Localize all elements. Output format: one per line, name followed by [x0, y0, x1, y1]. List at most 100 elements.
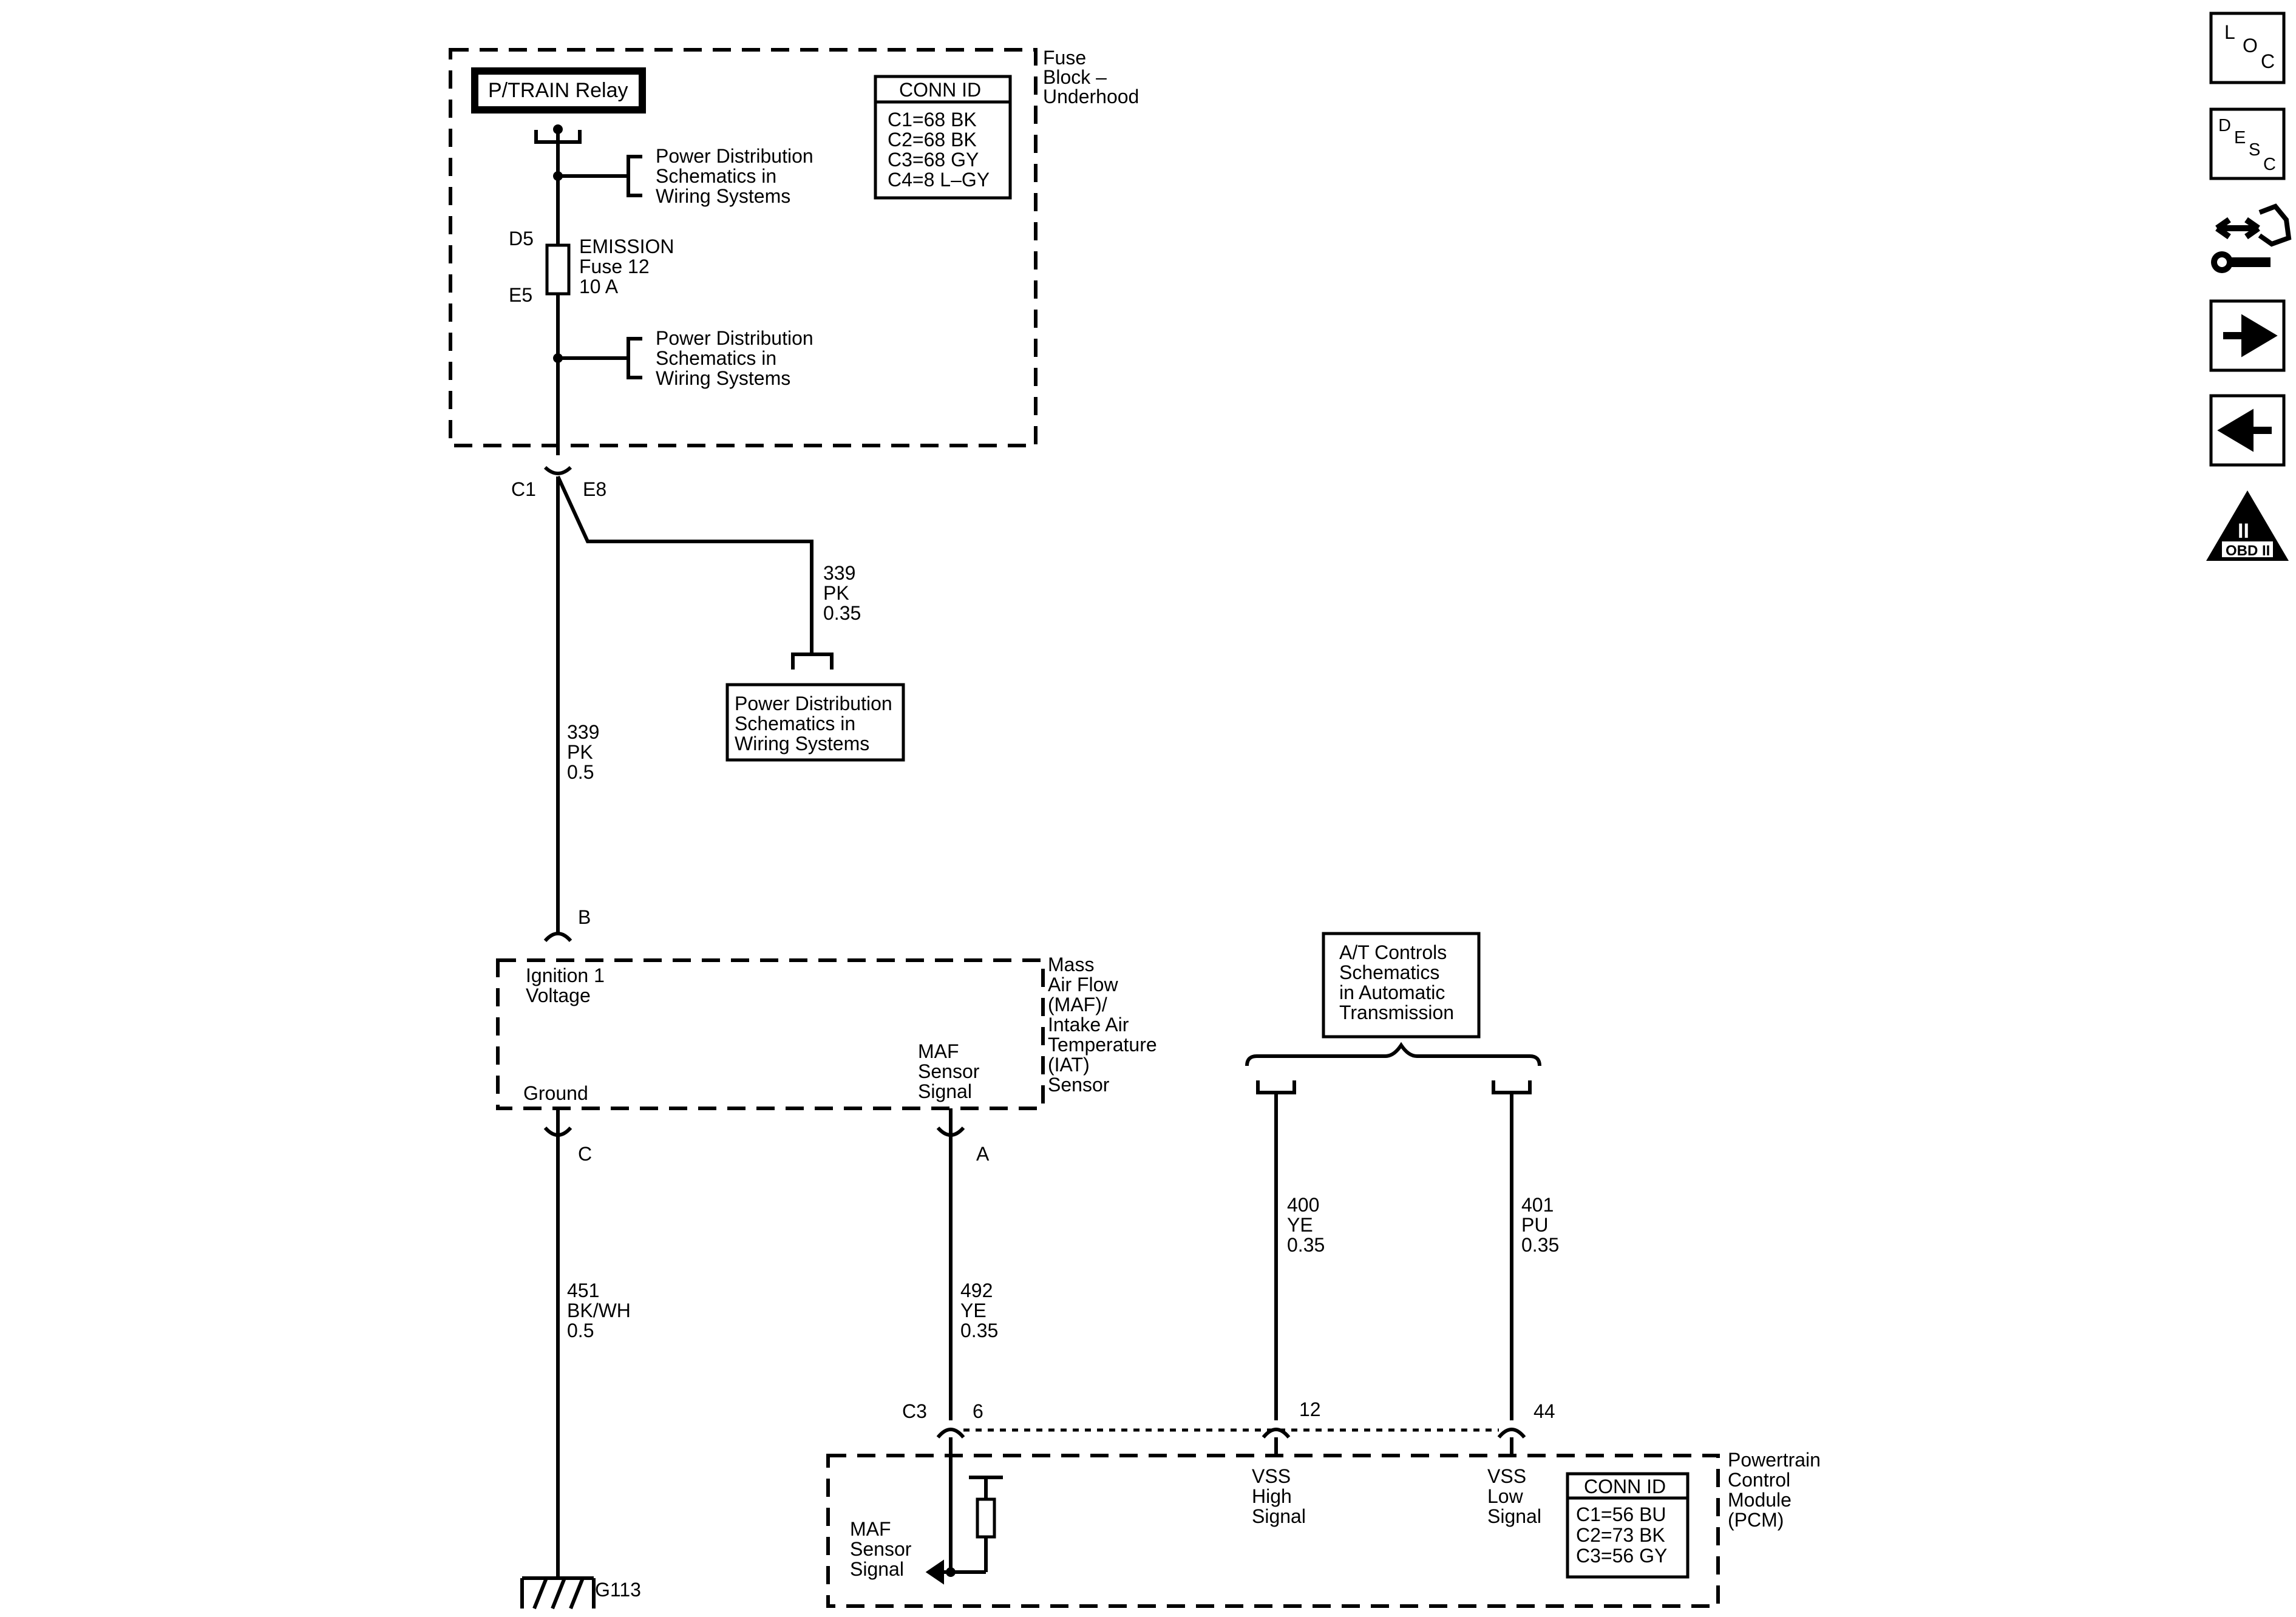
main-wire-label: 339 PK 0.5	[567, 721, 599, 783]
maf-sensor-outline	[496, 958, 1045, 1110]
svg-text:Sensor: Sensor	[850, 1538, 912, 1560]
svg-text:C2=68 BK: C2=68 BK	[888, 129, 977, 151]
ptrain-relay-label: P/TRAIN Relay	[488, 79, 628, 102]
svg-text:in Automatic: in Automatic	[1339, 981, 1445, 1003]
loc-button[interactable]: L O C	[2209, 12, 2286, 84]
svg-text:Schematics: Schematics	[1339, 961, 1439, 983]
svg-text:PU: PU	[1521, 1214, 1548, 1236]
ptrain-relay-box	[471, 67, 646, 114]
pcm-conn-id: CONN ID C1=56 BU C2=73 BK C3=56 GY	[1566, 1472, 1690, 1579]
svg-text:S: S	[2249, 140, 2260, 160]
svg-text:(IAT): (IAT)	[1048, 1054, 1090, 1076]
e8-label: E8	[583, 478, 606, 500]
svg-text:Voltage: Voltage	[526, 985, 591, 1006]
svg-text:C: C	[2263, 155, 2276, 174]
svg-text:0.5: 0.5	[567, 761, 594, 783]
svg-text:Underhood: Underhood	[1043, 86, 1139, 107]
svg-text:YE: YE	[1287, 1214, 1313, 1236]
fuse-block-title: Fuse Block – Underhood	[1043, 47, 1139, 107]
svg-text:VSS: VSS	[1487, 1465, 1526, 1487]
maf-ground-label: Ground	[523, 1082, 588, 1104]
svg-text:339: 339	[567, 721, 599, 743]
branch-wire-label: 339 PK 0.35	[823, 562, 861, 624]
svg-text:Ignition 1: Ignition 1	[526, 964, 605, 986]
next-arrow-button[interactable]	[2209, 299, 2286, 372]
svg-text:C1=68 BK: C1=68 BK	[888, 109, 977, 131]
svg-text:400: 400	[1287, 1194, 1319, 1216]
pcm-vss-low-label: VSS Low Signal	[1487, 1465, 1541, 1527]
back-arrow-button[interactable]	[2209, 394, 2286, 467]
svg-text:Wiring Systems: Wiring Systems	[656, 185, 790, 207]
svg-text:C: C	[2261, 50, 2275, 72]
svg-text:0.35: 0.35	[960, 1320, 998, 1341]
desc-button[interactable]: D E S C	[2209, 107, 2286, 180]
pcm-title: Powertrain Control Module (PCM)	[1728, 1449, 1821, 1531]
svg-text:Schematics in: Schematics in	[735, 713, 855, 734]
vss-high-wire-label: 400 YE 0.35	[1287, 1194, 1325, 1256]
svg-text:0.35: 0.35	[823, 602, 861, 624]
ground-symbol-g113	[520, 1560, 596, 1610]
svg-text:Module: Module	[1728, 1489, 1792, 1511]
maf-sensor-title: Mass Air Flow (MAF)/ Intake Air Temperat…	[1048, 954, 1157, 1096]
fuse-pin-e5: E5	[509, 284, 532, 306]
svg-text:10 A: 10 A	[579, 276, 619, 297]
svg-text:C3=68 GY: C3=68 GY	[888, 149, 979, 171]
svg-text:C1=56 BU: C1=56 BU	[1576, 1503, 1666, 1525]
svg-text:Signal: Signal	[1487, 1505, 1541, 1527]
c1-label: C1	[511, 478, 536, 500]
fuse-block-outline	[449, 48, 1038, 447]
svg-text:Sensor: Sensor	[918, 1060, 980, 1082]
power-distribution-box	[725, 683, 905, 762]
svg-text:PK: PK	[823, 582, 849, 604]
maf-pin-b: B	[578, 906, 591, 928]
svg-text:492: 492	[960, 1280, 993, 1301]
svg-text:High: High	[1252, 1485, 1292, 1507]
ground-label-g113: G113	[595, 1579, 641, 1601]
fuse-12-symbol	[545, 243, 571, 296]
pcm-pin-6: 6	[973, 1400, 983, 1422]
svg-text:(PCM): (PCM)	[1728, 1509, 1784, 1531]
svg-text:C4=8 L–GY: C4=8 L–GY	[888, 169, 990, 191]
svg-text:401: 401	[1521, 1194, 1554, 1216]
fuse-pin-d5: D5	[509, 228, 534, 249]
svg-text:L: L	[2224, 21, 2235, 43]
pcm-vss-high-label: VSS High Signal	[1252, 1465, 1306, 1527]
signal-wire-label: 492 YE 0.35	[960, 1280, 998, 1341]
svg-text:Wiring Systems: Wiring Systems	[735, 733, 869, 754]
svg-text:Power Distribution: Power Distribution	[656, 145, 813, 167]
svg-text:Power Distribution: Power Distribution	[735, 693, 892, 714]
svg-text:0.5: 0.5	[567, 1320, 594, 1341]
pcm-pin-12: 12	[1299, 1398, 1321, 1420]
svg-text:Sensor: Sensor	[1048, 1074, 1110, 1096]
pull-up-resistor	[976, 1497, 996, 1539]
svg-text:Fuse 12: Fuse 12	[579, 256, 650, 277]
svg-text:E: E	[2234, 128, 2246, 147]
svg-text:Control: Control	[1728, 1469, 1790, 1491]
svg-text:451: 451	[567, 1280, 599, 1301]
fuse-block-conn-id: CONN ID C1=68 BK C2=68 BK C3=68 GY C4=8 …	[874, 75, 1012, 200]
maf-ignition-label: Ignition 1 Voltage	[526, 964, 605, 1006]
svg-text:C2=73 BK: C2=73 BK	[1576, 1524, 1665, 1546]
maf-pin-c: C	[578, 1143, 592, 1165]
pcm-pin-44: 44	[1533, 1400, 1555, 1422]
svg-text:Transmission: Transmission	[1339, 1002, 1454, 1023]
svg-text:0.35: 0.35	[1521, 1234, 1559, 1256]
svg-text:Schematics in: Schematics in	[656, 347, 776, 369]
svg-text:Mass: Mass	[1048, 954, 1094, 975]
svg-text:Signal: Signal	[1252, 1505, 1306, 1527]
svg-text:VSS: VSS	[1252, 1465, 1291, 1487]
vss-low-wire-label: 401 PU 0.35	[1521, 1194, 1559, 1256]
at-controls-box	[1322, 932, 1481, 1039]
svg-text:D: D	[2218, 116, 2231, 135]
c1-connector-symbol	[543, 466, 572, 475]
connector-tool-icon[interactable]	[2211, 203, 2292, 273]
power-distribution-ref-top: Power Distribution Schematics in Wiring …	[656, 145, 813, 207]
obd-ii-button[interactable]: II OBD II	[2206, 490, 2289, 561]
svg-text:Signal: Signal	[850, 1558, 904, 1580]
maf-signal-label: MAF Sensor Signal	[918, 1040, 980, 1102]
svg-text:Fuse: Fuse	[1043, 47, 1086, 69]
svg-text:Schematics in: Schematics in	[656, 165, 776, 187]
svg-text:339: 339	[823, 562, 855, 584]
